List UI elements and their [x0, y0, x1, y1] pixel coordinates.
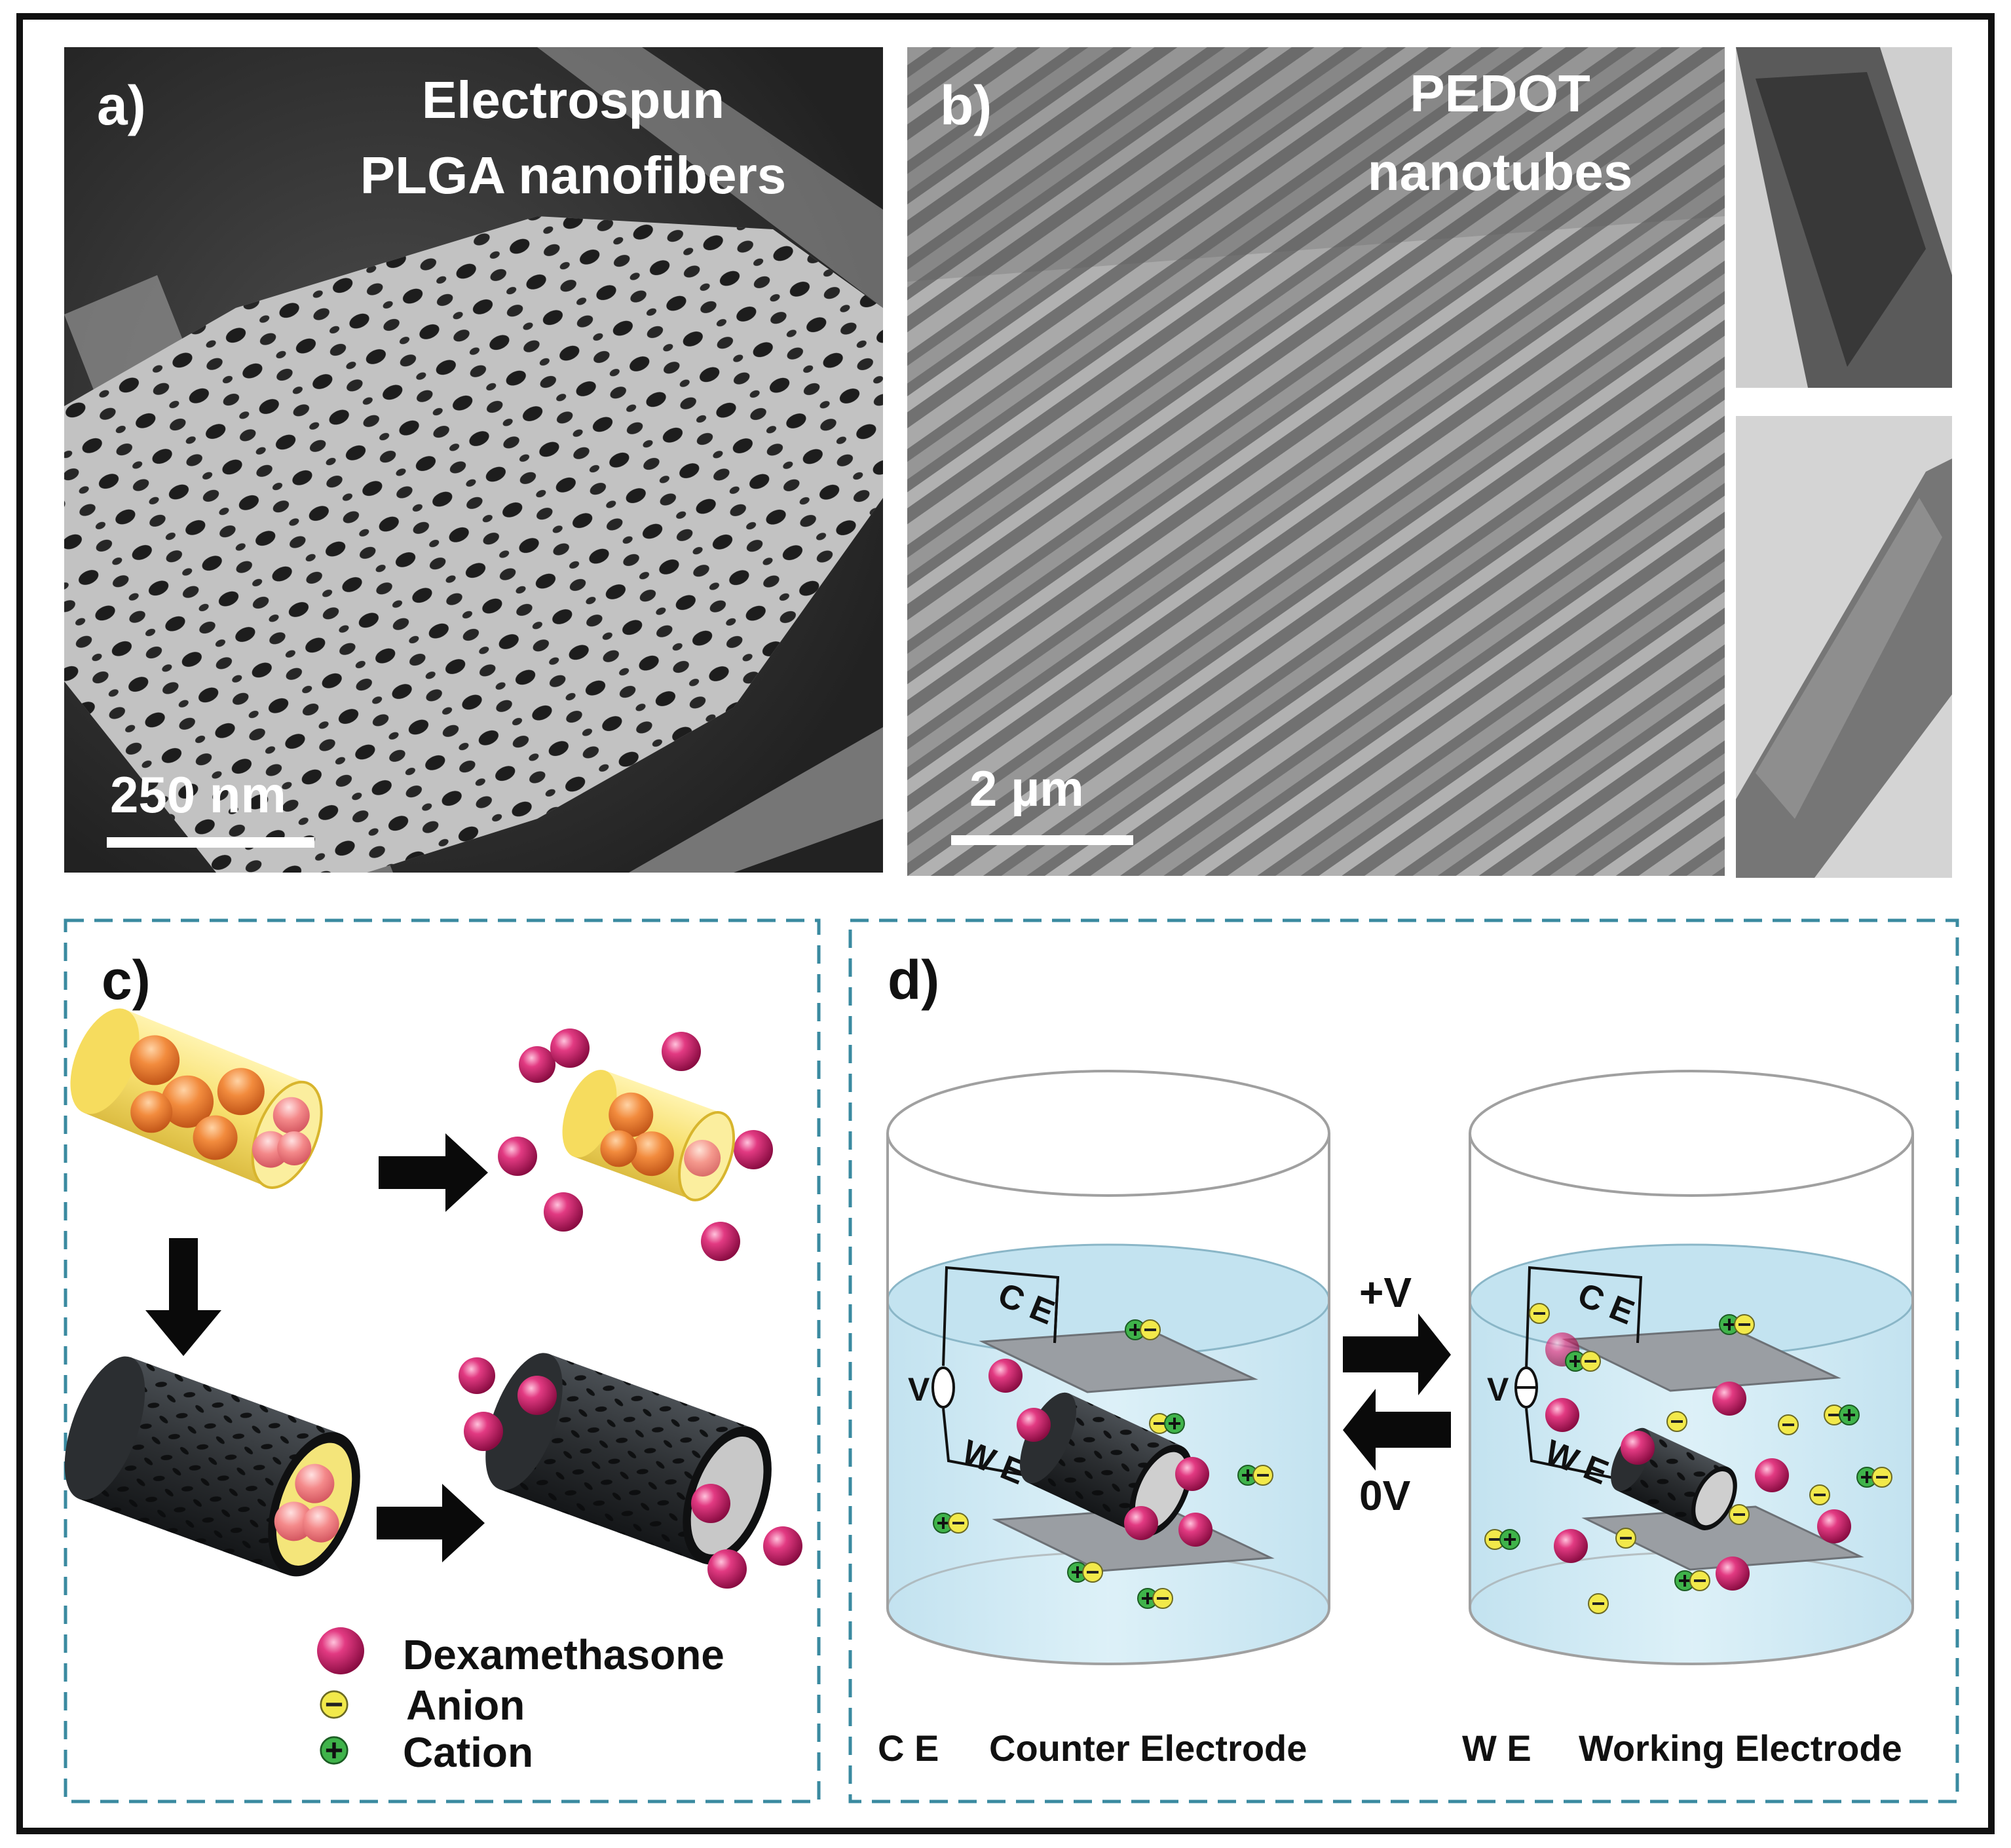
footer-abbr-we: W E — [1462, 1727, 1532, 1769]
pedot-nanotube-releasing — [485, 1353, 772, 1565]
voltage-label: V — [1487, 1371, 1509, 1408]
legend-label: Cation — [403, 1729, 533, 1776]
plus-v-label: +V — [1359, 1269, 1412, 1316]
released-dexamethasone — [498, 1028, 773, 1261]
arrow-right — [379, 1133, 488, 1212]
dexamethasone-molecules — [1545, 1332, 1851, 1591]
anion-legend-icon — [320, 1690, 348, 1719]
counter-electrode-plate — [1562, 1327, 1841, 1392]
footer-name-ce: Counter Electrode — [989, 1727, 1307, 1769]
panel-title-line2: PLGA nanofibers — [360, 146, 786, 204]
plga-fiber-loaded — [70, 1008, 323, 1189]
pedot-nanotube-electrode — [1020, 1392, 1193, 1537]
counter-electrode-plate — [979, 1329, 1258, 1393]
arrow-right — [377, 1484, 485, 1562]
legend-label: Anion — [406, 1682, 525, 1729]
panel-label: c) — [102, 949, 151, 1011]
panel-label: d) — [888, 949, 939, 1011]
legend-label: Dexamethasone — [403, 1631, 724, 1678]
panel-b: b) PEDOT nanotubes 2 µm — [907, 47, 1952, 878]
scale-bar-label: 250 nm — [110, 766, 286, 823]
panel-title-line1: Electrospun — [422, 71, 724, 129]
panel-label: a) — [97, 75, 146, 136]
voltage-label: V — [908, 1371, 930, 1408]
cation-legend-icon — [320, 1736, 348, 1765]
zero-v-label: 0V — [1359, 1472, 1411, 1519]
sem-image-b — [907, 47, 1725, 876]
arrow-left — [1343, 1389, 1451, 1471]
panel-a: a) Electrospun PLGA nanofibers 250 nm — [64, 47, 883, 873]
panel-title-line2: nanotubes — [1368, 143, 1632, 201]
panel-title-line1: PEDOT — [1410, 64, 1590, 123]
arrow-right — [1343, 1313, 1451, 1395]
scale-bar-label: 2 µm — [969, 761, 1084, 817]
voltage-source-icon — [931, 1367, 955, 1408]
dashed-border — [848, 918, 1959, 1803]
arrow-down — [145, 1238, 221, 1356]
dexamethasone-molecules — [988, 1359, 1212, 1547]
dexamethasone-legend-icon — [317, 1627, 364, 1674]
scale-bar — [107, 837, 314, 848]
sem-porous-fiber — [64, 216, 883, 873]
legend: Dexamethasone Anion Cation — [317, 1627, 724, 1776]
dashed-border — [64, 918, 821, 1803]
scale-bar — [951, 835, 1133, 845]
panel-d: d) V C E W E — [848, 918, 1959, 1803]
footer-name-we: Working Electrode — [1579, 1727, 1902, 1769]
panel-c: c) — [64, 918, 821, 1803]
plga-fiber-releasing — [562, 1070, 735, 1201]
footer-abbr-ce: C E — [878, 1727, 939, 1769]
panel-label: b) — [940, 75, 992, 136]
beaker-left: V C E W E — [886, 1070, 1330, 1665]
pedot-nanotube-loaded — [64, 1356, 360, 1577]
beaker-right: V C E W E — [1469, 1070, 1914, 1665]
released-dexamethasone — [459, 1357, 802, 1589]
